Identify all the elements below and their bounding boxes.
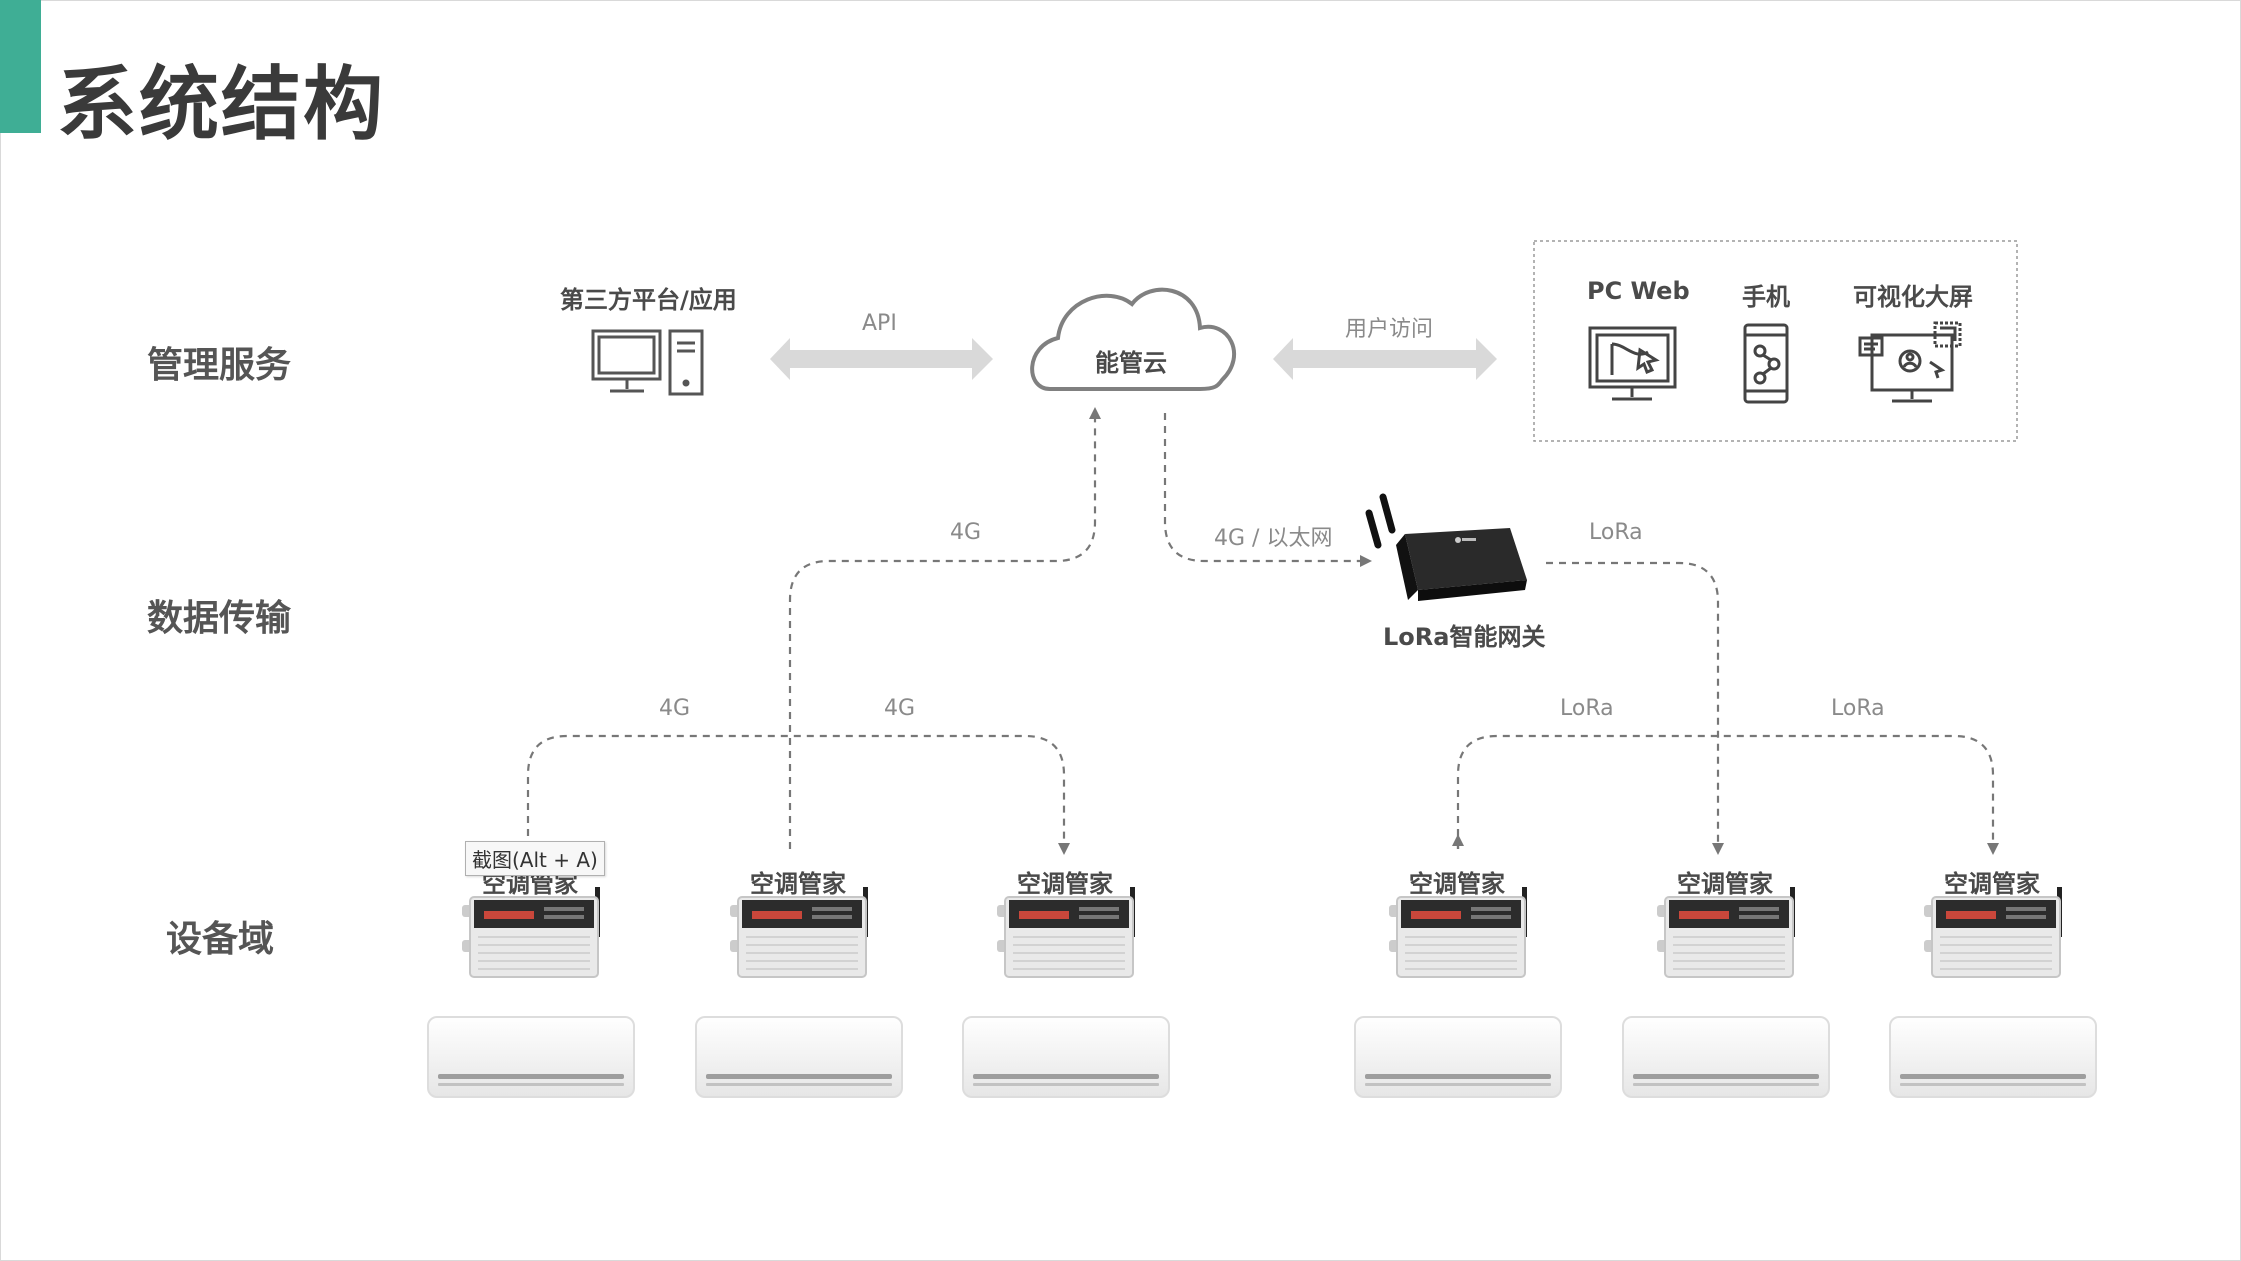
link-4g-eth-label: 4G / 以太网 xyxy=(1214,526,1333,551)
pc-web-icon xyxy=(1588,326,1677,401)
link-4g-right-label: 4G xyxy=(884,696,916,721)
api-label: API xyxy=(862,311,897,336)
link-4g-left-label: 4G xyxy=(659,696,691,721)
link-lora-up-label: LoRa xyxy=(1589,520,1643,545)
air-conditioner xyxy=(1621,1015,1831,1105)
user-access-label: 用户访问 xyxy=(1345,317,1434,342)
air-conditioner xyxy=(426,1015,636,1105)
link-4g-up xyxy=(788,407,1101,849)
controller-device xyxy=(1387,885,1547,989)
link-4g-eth xyxy=(1163,413,1372,567)
row-label-device: 设备域 xyxy=(166,919,275,960)
air-conditioner xyxy=(1888,1015,2098,1105)
link-4g-left xyxy=(526,734,1070,855)
controller-device xyxy=(995,885,1155,989)
air-conditioner xyxy=(694,1015,904,1105)
device-title: 空调管家 xyxy=(1409,870,1505,898)
link-lora-left-label: LoRa xyxy=(1560,696,1614,721)
row-label-management: 管理服务 xyxy=(147,345,292,386)
device-title: 空调管家 xyxy=(1677,870,1773,898)
device-title: 空调管家 xyxy=(750,870,846,898)
controller-device xyxy=(1922,885,2082,989)
user-terminals-box xyxy=(1533,240,2018,442)
screenshot-tooltip: 截图(Alt + A) xyxy=(465,841,605,876)
cloud-label: 能管云 xyxy=(1095,349,1167,377)
phone-label: 手机 xyxy=(1742,283,1790,311)
controller-device xyxy=(728,885,888,989)
air-conditioner xyxy=(1353,1015,1563,1105)
link-lora-up xyxy=(1546,561,1724,855)
computer-icon xyxy=(591,329,704,396)
link-lora-right-label: LoRa xyxy=(1831,696,1885,721)
lora-gateway-device xyxy=(1365,493,1527,601)
air-conditioner xyxy=(961,1015,1171,1105)
device-title: 空调管家 xyxy=(1017,870,1113,898)
user-access-arrow xyxy=(1273,338,1497,380)
link-4g-up-label: 4G xyxy=(950,520,982,545)
page-title: 系统结构 xyxy=(57,58,385,151)
big-screen-icon xyxy=(1858,321,1962,403)
third-party-label: 第三方平台/应用 xyxy=(560,286,737,314)
link-lora-tree xyxy=(1456,734,1999,855)
api-arrow xyxy=(770,338,993,380)
cloud-icon xyxy=(1030,287,1236,391)
device-title: 空调管家 xyxy=(1944,870,2040,898)
row-label-transmission: 数据传输 xyxy=(147,598,292,639)
gateway-label: LoRa智能网关 xyxy=(1383,623,1546,651)
controller-device xyxy=(1655,885,1815,989)
pc-web-label: PC Web xyxy=(1587,277,1690,305)
title-accent-bar xyxy=(0,0,41,133)
controller-device xyxy=(460,885,620,989)
phone-icon xyxy=(1743,323,1789,404)
big-screen-label: 可视化大屏 xyxy=(1853,283,1973,311)
